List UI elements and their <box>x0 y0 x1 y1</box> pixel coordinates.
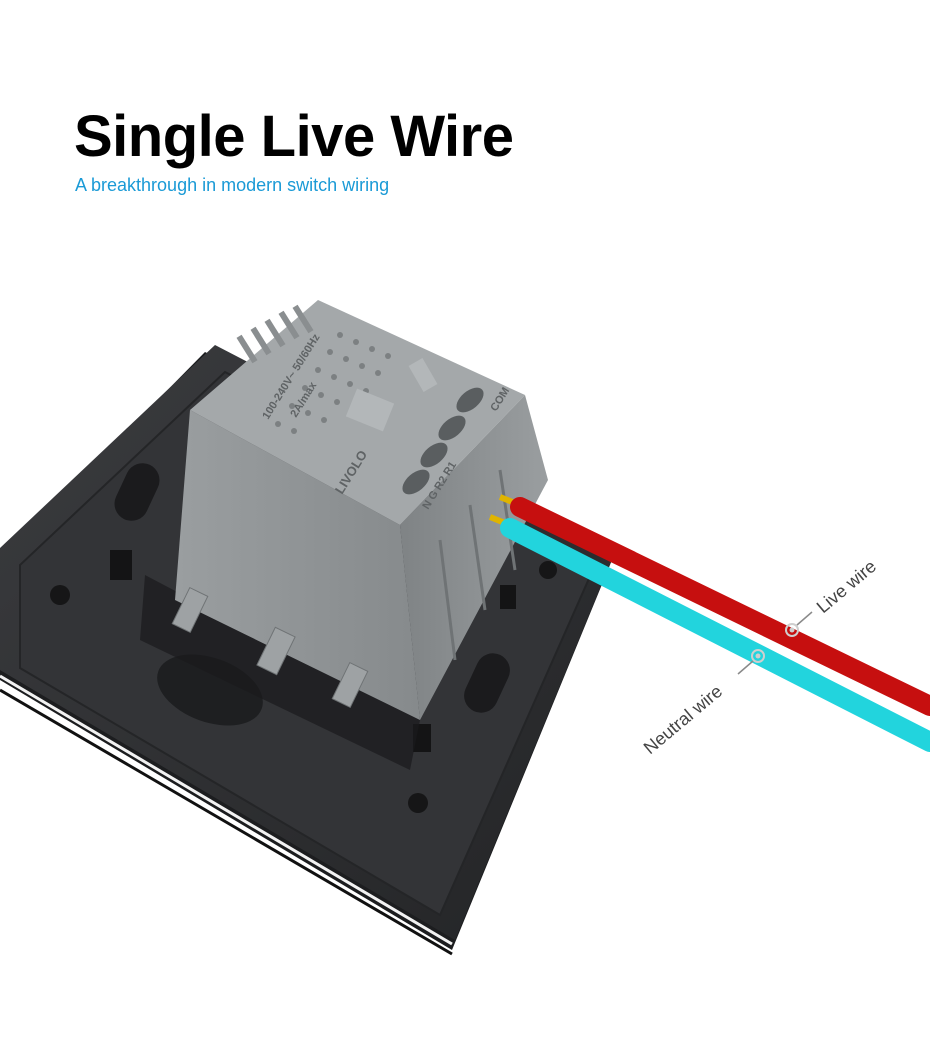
wires <box>488 494 930 752</box>
switch-module: 100-240V~ 50/60Hz 2A/max LIVOLO N G R2 R… <box>171 300 548 720</box>
page-title: Single Live Wire <box>74 104 514 169</box>
neutral-wire <box>500 518 930 752</box>
live-wire <box>510 497 930 716</box>
neutral-wire-callout: Neutral wire <box>640 649 765 758</box>
page-subtitle: A breakthrough in modern switch wiring <box>75 175 390 195</box>
live-wire-callout: Live wire <box>785 556 880 637</box>
neutral-wire-label: Neutral wire <box>640 681 726 758</box>
live-wire-label: Live wire <box>813 556 880 617</box>
